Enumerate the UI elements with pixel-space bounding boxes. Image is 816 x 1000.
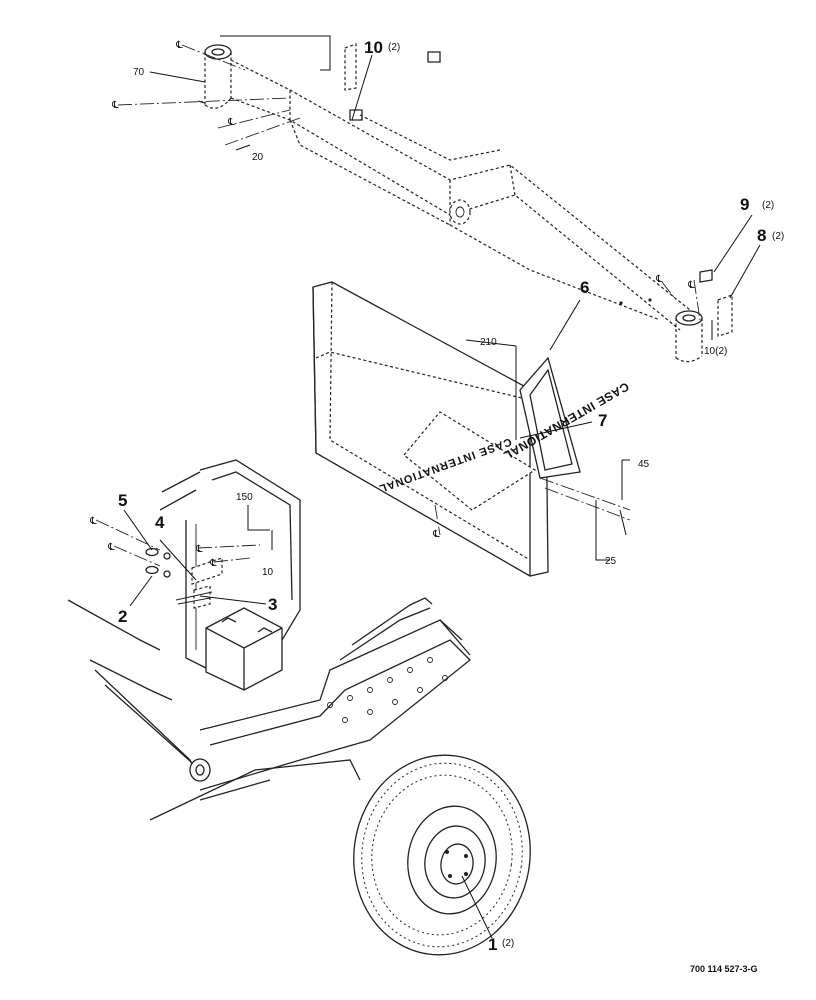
cab-area <box>95 459 301 691</box>
callout-10-right: 10(2) <box>704 346 727 357</box>
leader-9 <box>713 214 753 273</box>
callout-1-qty: (2) <box>502 938 514 949</box>
dim-150: 150 <box>236 492 253 503</box>
leader-4 <box>159 539 197 581</box>
dim-45: 45 <box>638 459 650 470</box>
leader-8 <box>729 244 761 299</box>
leader-lines <box>123 54 761 939</box>
leader-2 <box>129 575 153 607</box>
centerline-symbols: ℄ ℄ ℄ ℄ ℄ ℄ ℄ ℄ ℄ ℄ <box>89 40 695 569</box>
dim-25: 25 <box>605 556 617 567</box>
centerline-symbol: ℄ <box>432 529 440 540</box>
callout-9: 9 <box>740 195 749 214</box>
centerline-symbol: ℄ <box>107 542 115 553</box>
centerline-symbol: ℄ <box>89 516 97 527</box>
callout-5: 5 <box>118 491 127 510</box>
callout-10-top: 10 <box>364 38 383 57</box>
centerline-symbol: ℄ <box>655 274 663 285</box>
callout-6: 6 <box>580 278 589 297</box>
callout-8: 8 <box>757 226 766 245</box>
centerline-symbol: ℄ <box>227 117 235 128</box>
leader-3 <box>199 595 267 605</box>
dim-10: 10 <box>262 567 274 578</box>
callout-3: 3 <box>268 595 277 614</box>
centerline-symbol: ℄ <box>111 100 119 111</box>
callout-9-qty: (2) <box>762 200 774 211</box>
beam-assembly <box>204 43 733 363</box>
dim-20: 20 <box>252 152 264 163</box>
callout-10-top-qty: (2) <box>388 42 400 53</box>
dim-210: 210 <box>480 337 497 348</box>
panel-dimensions <box>434 339 631 561</box>
centerline-symbol: ℄ <box>175 40 183 51</box>
beam-dimensions <box>117 35 701 321</box>
leader-6 <box>549 299 581 351</box>
centerline-symbol: ℄ <box>687 280 695 291</box>
callout-7: 7 <box>598 411 607 430</box>
callout-2: 2 <box>118 607 127 626</box>
document-number: 700 114 527-3-G <box>690 964 758 974</box>
callout-8-qty: (2) <box>772 231 784 242</box>
leader-10-top <box>351 54 373 121</box>
callout-1: 1 <box>488 935 497 954</box>
leader-7 <box>519 421 593 439</box>
dim-70: 70 <box>133 67 145 78</box>
leader-5 <box>123 509 153 551</box>
frame-holes <box>327 657 448 723</box>
shield-panel <box>312 281 581 577</box>
leader-1 <box>461 875 493 939</box>
dimension-labels: 70 20 210 45 25 150 10 <box>133 67 650 578</box>
chassis-frame <box>67 597 471 821</box>
callout-4: 4 <box>155 513 165 532</box>
centerline-symbol: ℄ <box>209 558 217 569</box>
callouts: 10 (2) 9 (2) 8 (2) 6 7 5 4 3 2 1 (2) 10(… <box>118 38 784 954</box>
centerline-symbol: ℄ <box>195 544 203 555</box>
spare-wheel <box>353 754 531 956</box>
